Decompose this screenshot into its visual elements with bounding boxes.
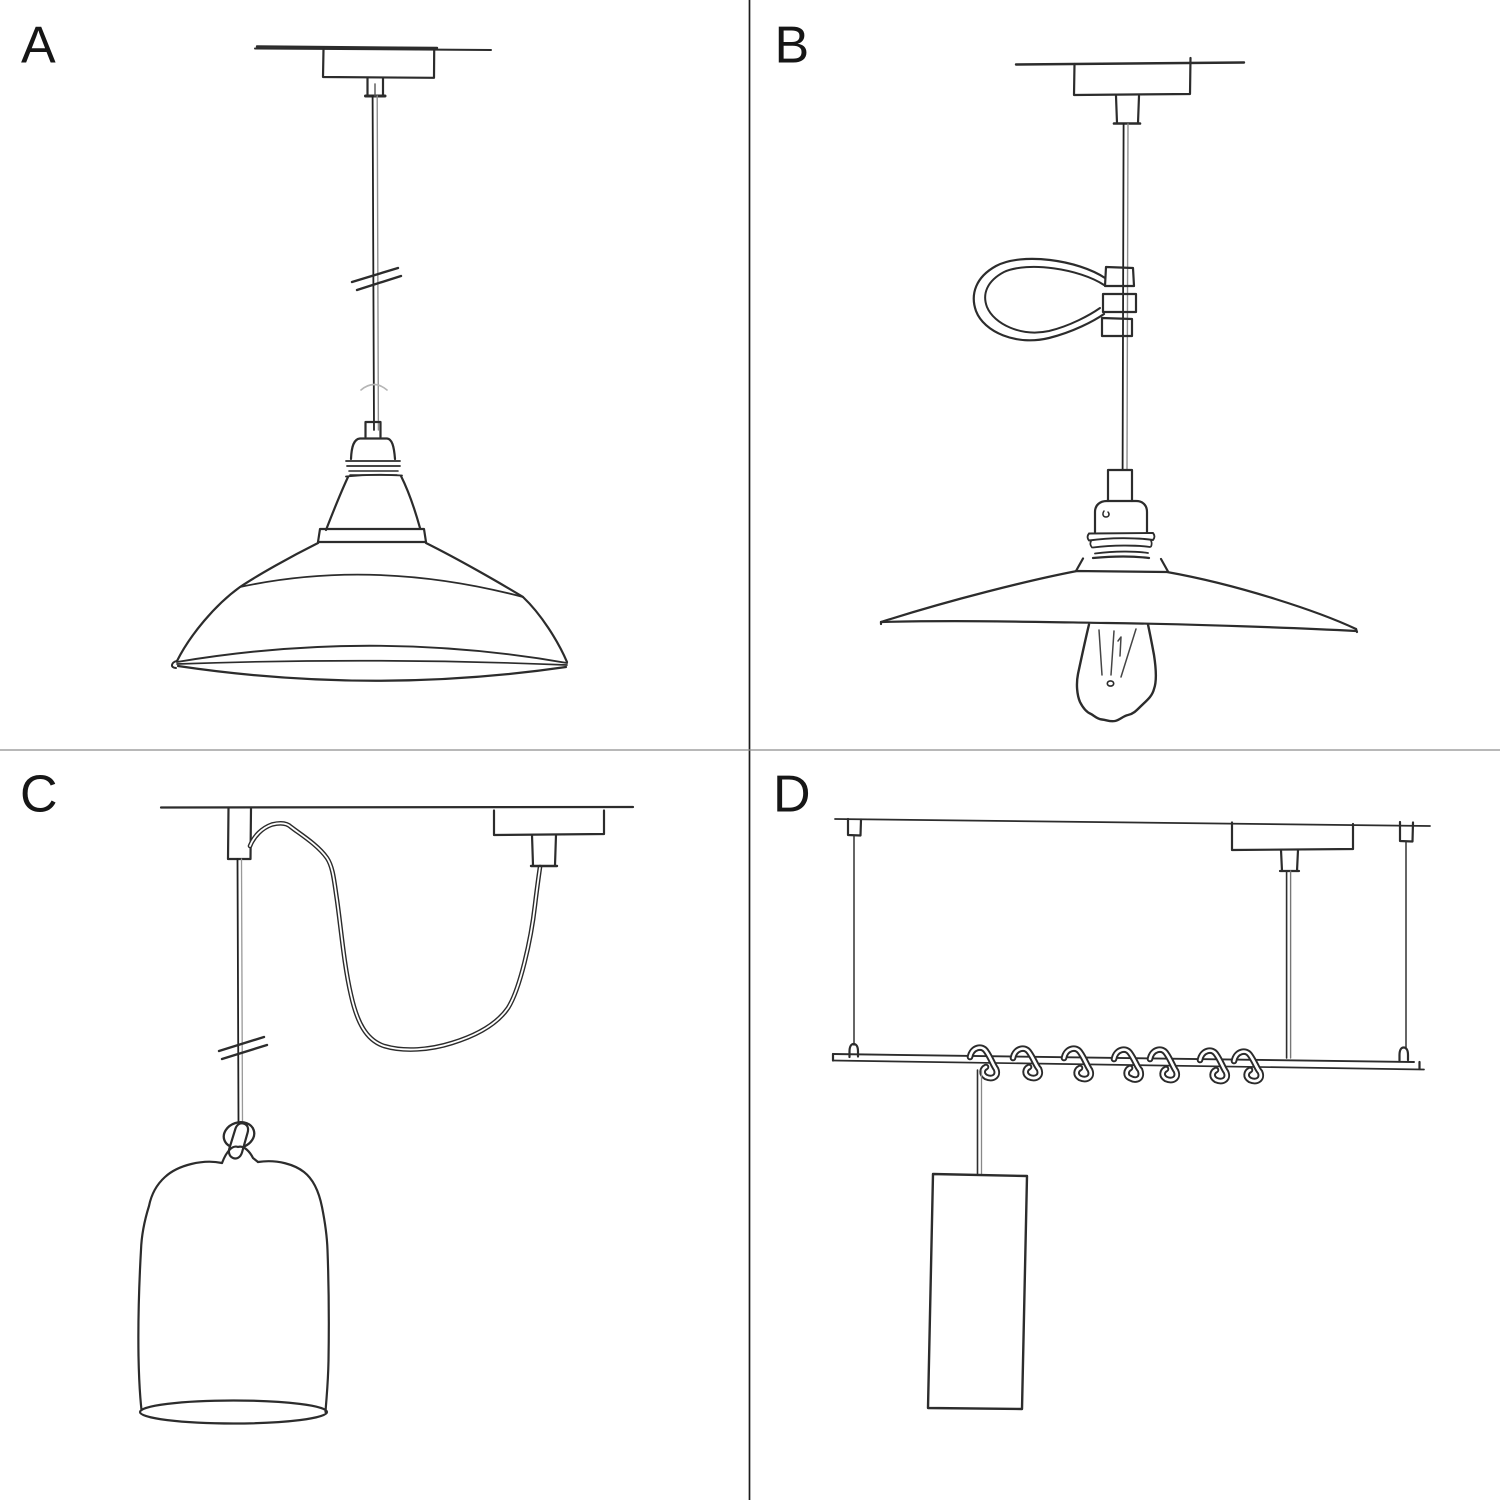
svg-text:C: C: [20, 766, 58, 824]
svg-text:B: B: [775, 17, 810, 75]
svg-text:D: D: [773, 766, 811, 824]
svg-text:A: A: [21, 17, 56, 75]
